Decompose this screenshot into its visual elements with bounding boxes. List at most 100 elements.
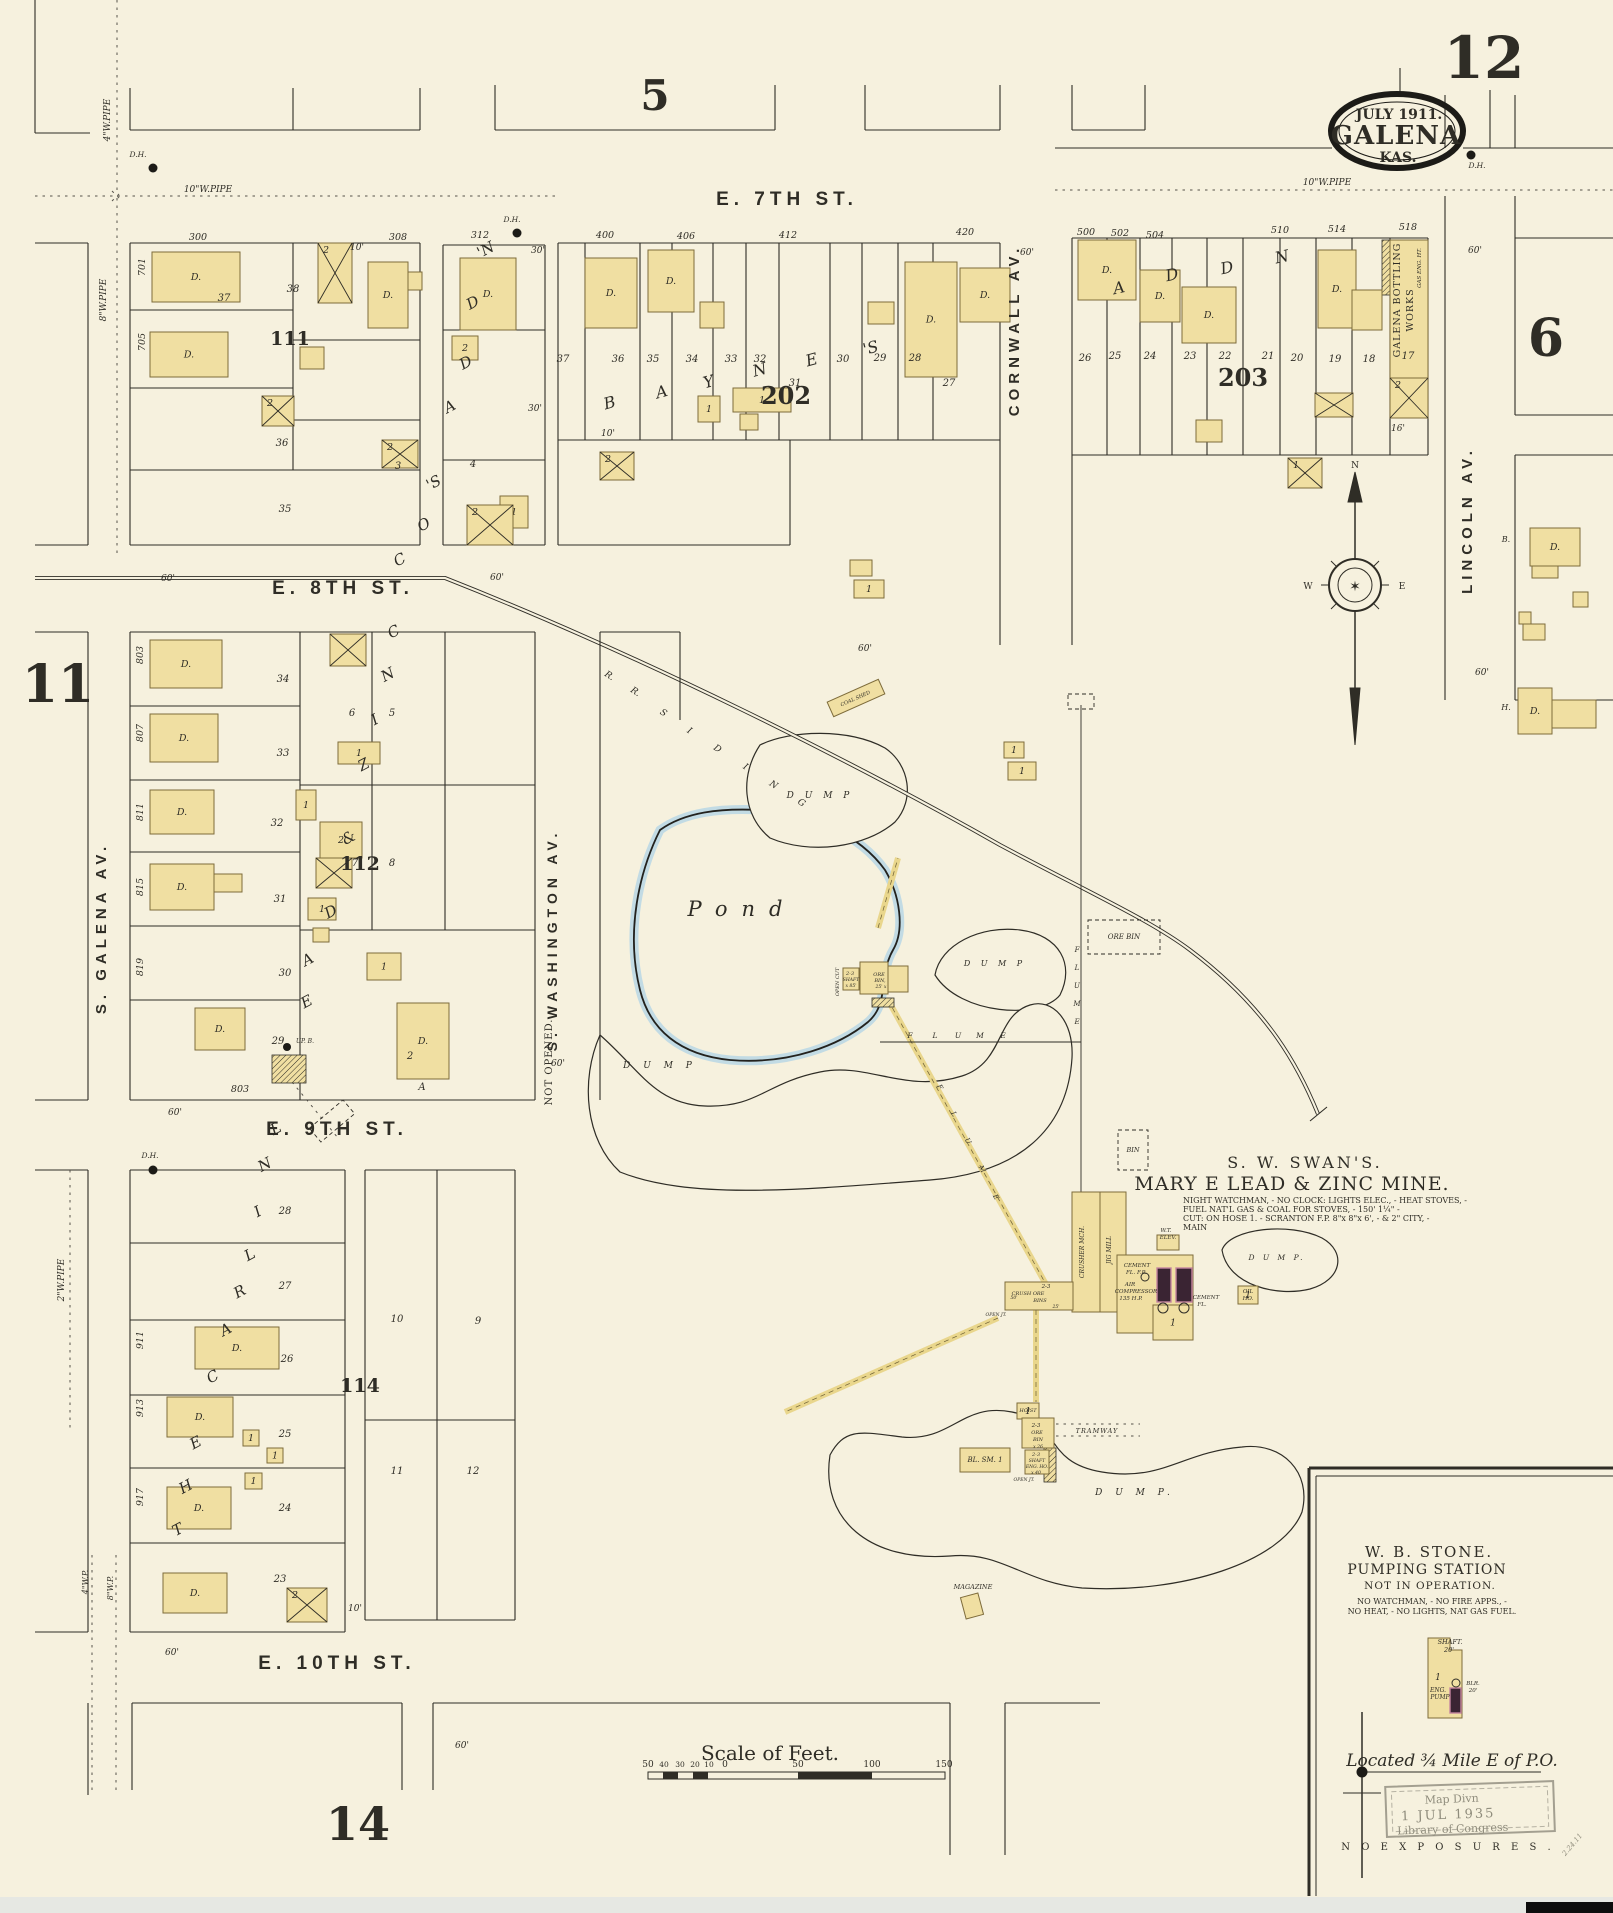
detail-label: BL. SM. 1 <box>966 1456 1002 1464</box>
compass-w: W <box>1303 582 1313 592</box>
dimension-label: 60' <box>1468 246 1482 256</box>
lot-number: 36 <box>612 354 625 365</box>
feature-label: Pond <box>687 897 797 921</box>
building-label: D. <box>1203 310 1214 321</box>
adjacent-sheet-right: 6 <box>1528 308 1564 369</box>
building-label: 2 <box>291 1590 298 1601</box>
address-number: 803 <box>231 1084 249 1095</box>
lot-number: 33 <box>277 748 290 759</box>
building-label: D. <box>1529 706 1540 717</box>
mine-note: MAIN <box>1183 1223 1207 1232</box>
lot-number: 12 <box>467 1466 480 1477</box>
building <box>1077 239 1137 301</box>
address-number: 406 <box>676 231 695 242</box>
feature-label: L <box>932 1031 938 1040</box>
building <box>959 1447 1011 1473</box>
lot-number: 32 <box>271 818 284 829</box>
building <box>151 251 241 303</box>
lot-number: 28 <box>278 1206 292 1217</box>
lot-number: 34 <box>277 674 290 685</box>
detail-label: MAGAZINE <box>953 1583 993 1591</box>
building-label: 2 <box>266 398 273 409</box>
feature-label: E <box>991 1192 1001 1201</box>
hydrant-dot <box>148 1165 158 1175</box>
building <box>149 863 215 911</box>
building-label: D. <box>1549 542 1560 553</box>
building <box>697 395 721 423</box>
mine-dump-outline <box>1221 1228 1339 1293</box>
building <box>1071 1191 1101 1313</box>
pipe-label: 4"W.P. <box>81 1570 90 1595</box>
pipe-label: D.H. <box>1467 161 1485 170</box>
compass-e: E <box>1399 582 1406 592</box>
building <box>1152 1304 1194 1341</box>
building-label: 1 <box>1011 745 1017 756</box>
dimension-label: 60' <box>858 644 872 654</box>
building <box>1139 269 1181 323</box>
building-label: 1 <box>511 507 517 518</box>
detail-label: FL. F.P. <box>1125 1270 1146 1276</box>
building-label: 2 <box>337 835 344 846</box>
detail-label: AIR <box>1124 1282 1135 1288</box>
lot-number: 30 <box>279 968 292 979</box>
scale-tick: 0 <box>722 1760 728 1770</box>
dimension-label: 60' <box>168 1108 182 1118</box>
lot-number: 27 <box>942 378 956 389</box>
dimension-label: 60' <box>490 573 504 583</box>
addition-letter: D <box>1218 257 1236 278</box>
detail-label: SHAFT. <box>1438 1638 1463 1646</box>
building <box>149 713 219 763</box>
feature-label: I <box>740 762 750 773</box>
building-label: 1 <box>1245 1290 1251 1301</box>
detail-label: 20' <box>1443 1646 1454 1654</box>
address-number: 811 <box>135 803 146 821</box>
detail-label: HO. <box>1242 1296 1254 1302</box>
building <box>162 1572 228 1614</box>
stamp-line: 1 JUL 1935 <box>1401 1806 1496 1824</box>
building <box>166 1396 234 1438</box>
detail-label: BINS <box>1032 1298 1047 1304</box>
mine-dump-outline <box>828 1409 1305 1590</box>
scale-tick: 10 <box>704 1760 714 1769</box>
detail-label: OPEN JT. <box>1014 1477 1036 1483</box>
station-owner: W. B. STONE. <box>1365 1543 1493 1561</box>
building <box>842 967 860 991</box>
building <box>699 301 725 329</box>
building <box>367 261 409 329</box>
lot-number: 31 <box>789 378 802 389</box>
building-label: 1 <box>381 962 387 973</box>
scan-edge-dark <box>1526 1902 1613 1913</box>
address-number: 815 <box>135 878 146 896</box>
address-number: 514 <box>1328 224 1346 235</box>
feature-label: R. <box>627 685 641 699</box>
building-label: D. <box>189 1588 200 1599</box>
addition-letter: A <box>1109 277 1126 298</box>
dimension-label: 60' <box>455 1741 469 1751</box>
boiler <box>1449 1687 1462 1714</box>
building-label: D. <box>193 1503 204 1514</box>
detail-label: OPEN JT. <box>986 1312 1008 1318</box>
addition-letter: N <box>749 358 769 380</box>
block-number: 111 <box>270 328 310 350</box>
caption-label: WORKS <box>1405 288 1416 331</box>
lot-number: 35 <box>647 354 660 365</box>
building <box>295 789 317 821</box>
pipe-label: 10"W.PIPE <box>184 185 233 195</box>
detail-label: CEMENT <box>1193 1295 1220 1301</box>
building <box>853 579 885 599</box>
building-label: D. <box>925 315 936 326</box>
scale-tick: 40 <box>659 1760 669 1769</box>
lot-number: 34 <box>686 354 699 365</box>
hatched-structure <box>871 997 895 1008</box>
lot-number: 8 <box>389 858 395 869</box>
detail-label: ENG. HO. <box>1025 1464 1049 1470</box>
lot-number: 27 <box>278 1281 292 1292</box>
building <box>732 387 792 413</box>
caption-label: H. <box>1500 703 1511 712</box>
building <box>242 1429 260 1447</box>
caption-label: GALENA BOTTLING <box>1392 243 1403 358</box>
stamp-line: Map Divn <box>1424 1792 1478 1807</box>
feature-label: U <box>1074 982 1081 990</box>
lot-number: 6 <box>349 708 356 719</box>
pipe-label: 10"W.PIPE <box>1303 178 1352 188</box>
